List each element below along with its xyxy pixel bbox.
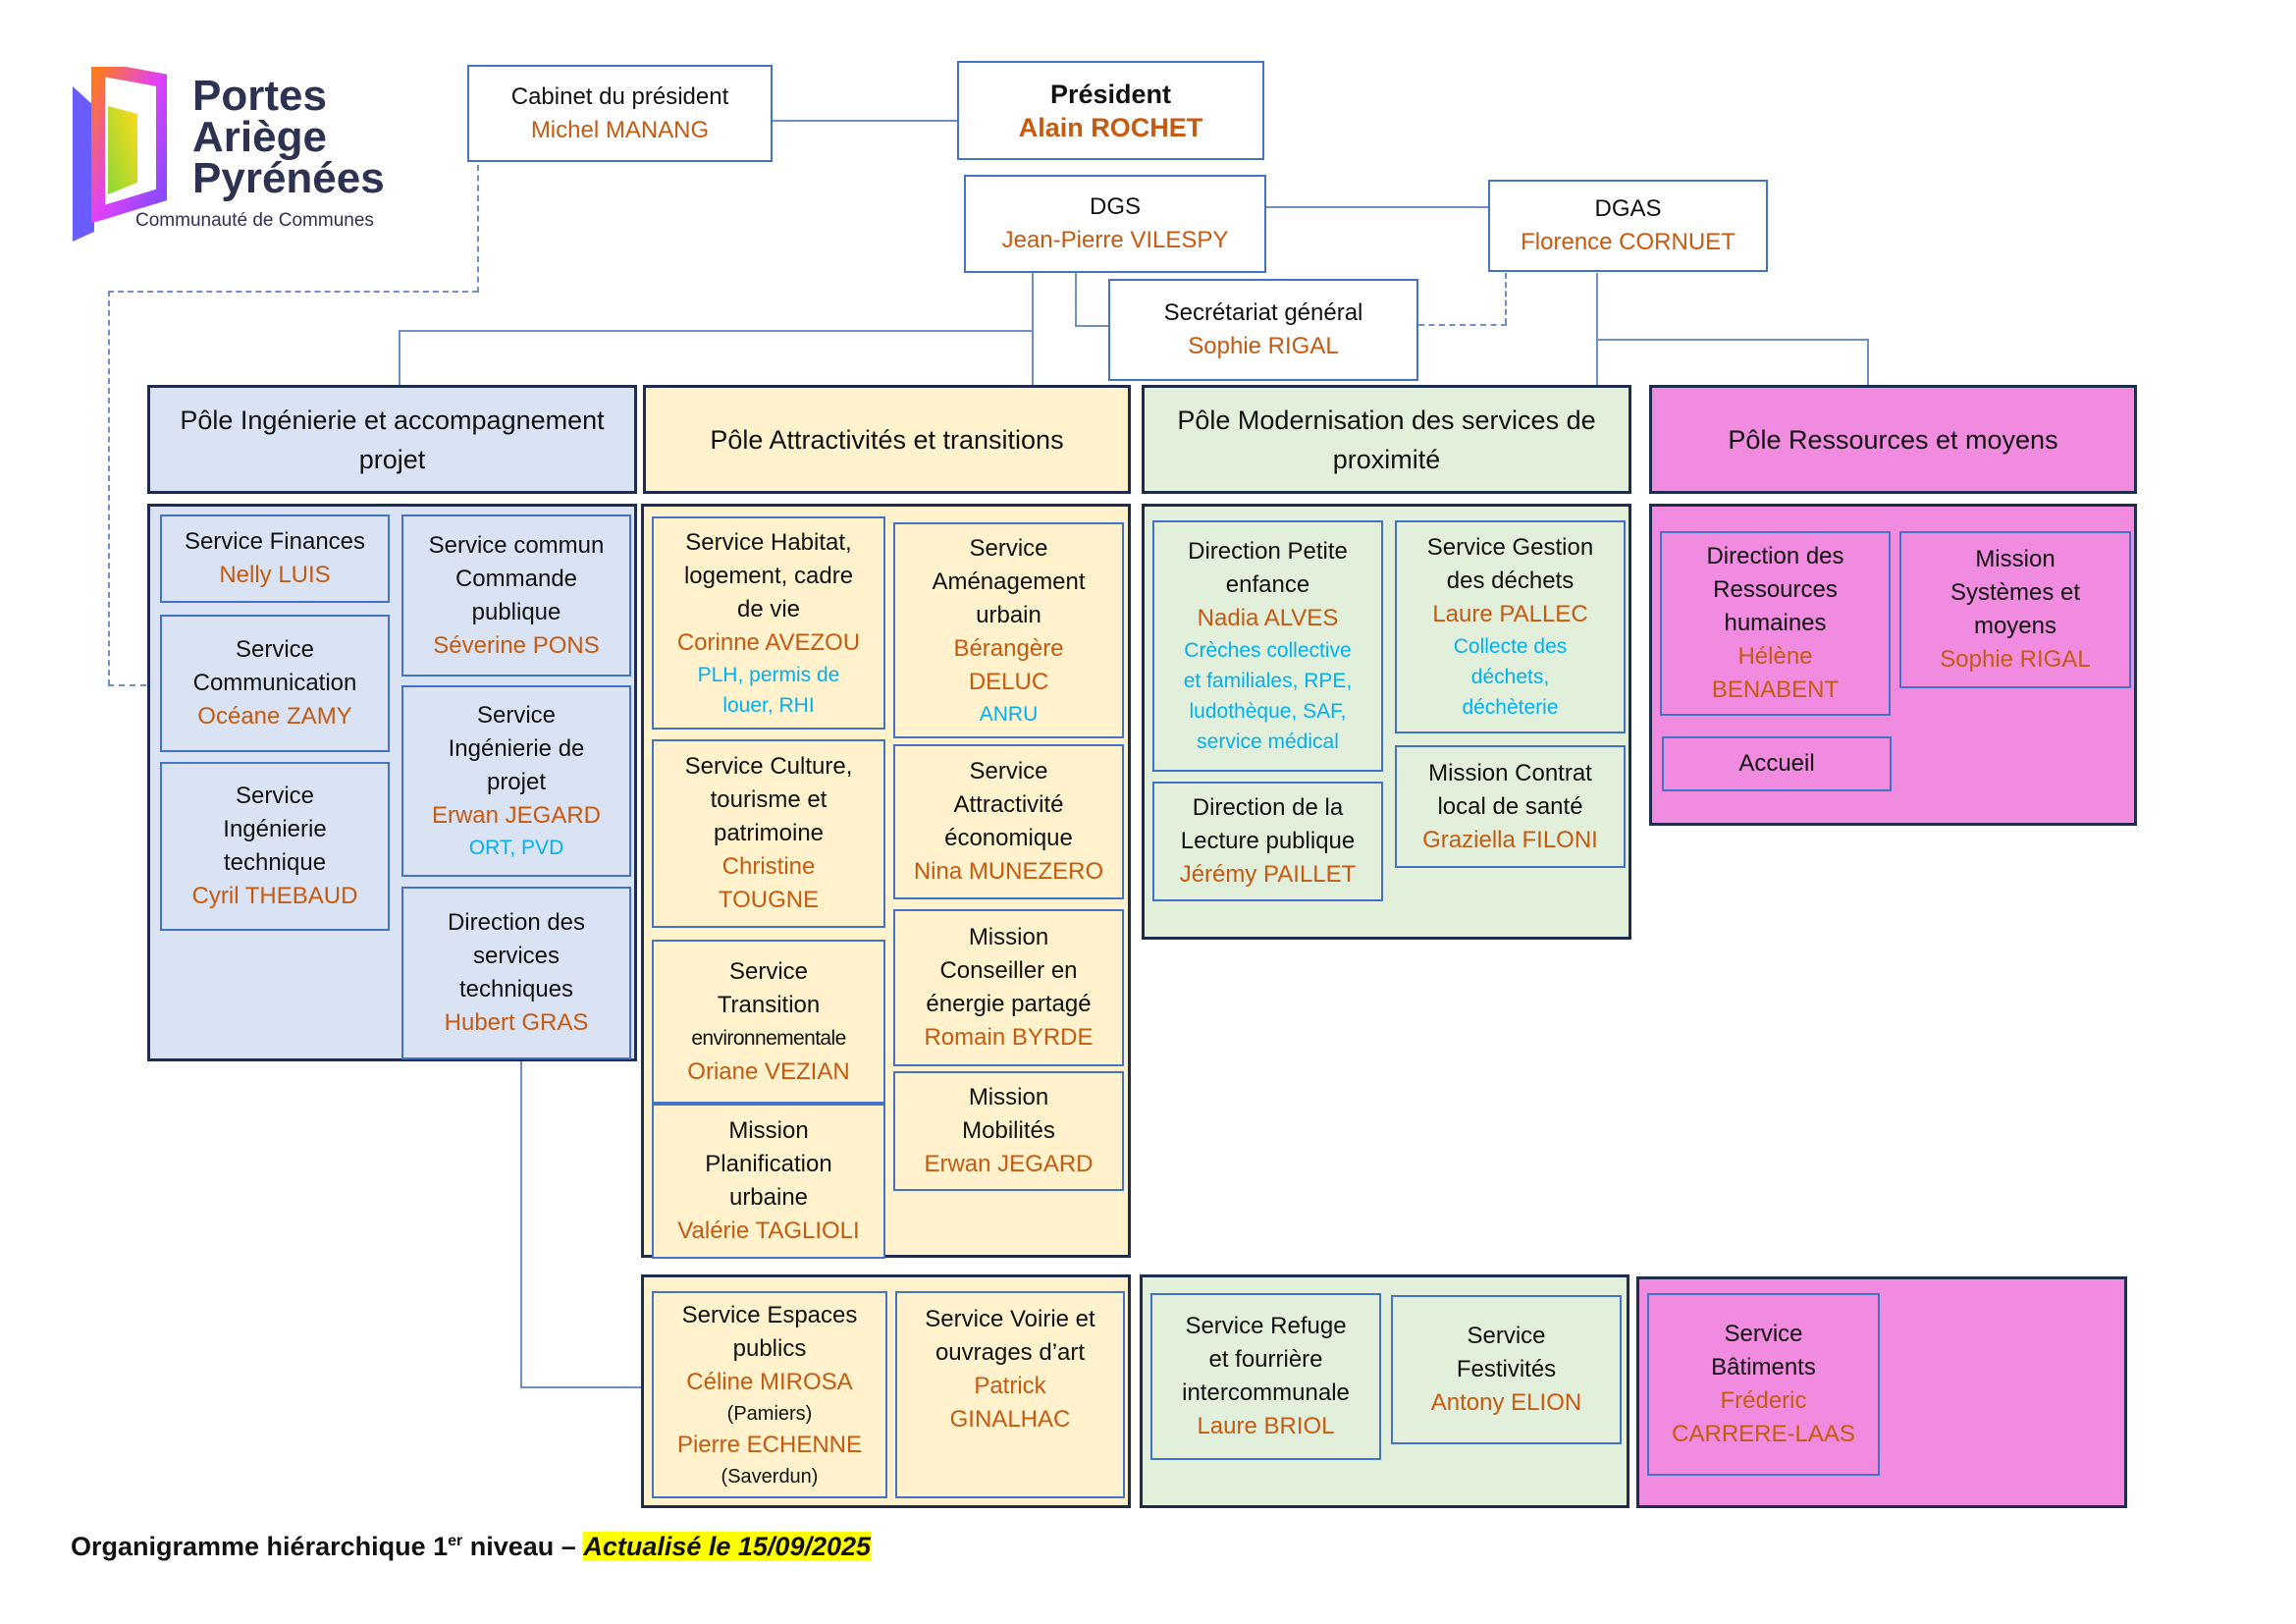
mission-mobilites: Mission Mobilités Erwan JEGARD xyxy=(893,1071,1124,1191)
pole-ressources-lower: Service Bâtiments Fréderic CARRERE-LAAS xyxy=(1636,1276,2127,1508)
connector-pole-bar-left xyxy=(399,330,1033,332)
service-attractivite-economique: Service Attractivité économique Nina MUN… xyxy=(893,744,1124,899)
logo-line-2: Ariège xyxy=(192,113,327,161)
pole-modernisation-body: Direction Petite enfance Nadia ALVES Crè… xyxy=(1142,504,1631,940)
logo-mark-icon xyxy=(73,67,167,242)
dashed-dgas-v xyxy=(1505,273,1507,324)
service-transition: Service Transition environnementale Oria… xyxy=(652,940,885,1104)
dashed-left-v xyxy=(108,291,110,685)
service-habitat: Service Habitat, logement, cadre de vie … xyxy=(652,516,885,730)
mission-conseiller-energie: Mission Conseiller en énergie partagé Ro… xyxy=(893,909,1124,1066)
connector-dgs-dgas xyxy=(1264,206,1490,208)
pole-modernisation-lower: Service Refuge et fourrière intercommuna… xyxy=(1140,1274,1629,1508)
pole-attractivites-header: Pôle Attractivités et transitions xyxy=(643,385,1131,494)
service-gestion-dechets: Service Gestion des déchets Laure PALLEC… xyxy=(1395,520,1626,733)
service-ingenierie-technique: Service Ingénierie technique Cyril THEBA… xyxy=(160,762,390,931)
cabinet-title: Cabinet du président xyxy=(510,82,729,110)
connector-pole4-down xyxy=(1867,339,1869,386)
logo-subtitle: Communauté de Communes xyxy=(135,210,374,231)
service-culture: Service Culture, tourisme et patrimoine … xyxy=(652,739,885,928)
service-ingenierie-projet: Service Ingénierie de projet Erwan JEGAR… xyxy=(401,685,631,877)
pole-ingenierie-title: Pôle Ingénierie et accompagnement projet xyxy=(180,405,605,474)
pole-attractivites-body: Service Habitat, logement, cadre de vie … xyxy=(641,504,1131,1259)
cabinet-box: Cabinet du président Michel MANANG xyxy=(467,65,773,162)
pole-ressources-title: Pôle Ressources et moyens xyxy=(1728,424,2058,455)
connector-dgs-down xyxy=(1032,273,1034,389)
pole-attractivites-lower: Service Espaces publics Céline MIROSA (P… xyxy=(641,1274,1131,1508)
connector-pole-bar-right xyxy=(1596,339,1869,341)
pole-modernisation-title: Pôle Modernisation des services de proxi… xyxy=(1177,405,1596,474)
direction-services-techniques: Direction des services techniques Hubert… xyxy=(401,887,631,1059)
service-accueil: Accueil xyxy=(1662,736,1892,791)
dgs-box: DGS Jean-Pierre VILESPY xyxy=(964,175,1266,273)
pole-ingenierie-header: Pôle Ingénierie et accompagnement projet xyxy=(147,385,637,494)
dgas-title: DGAS xyxy=(1594,195,1662,222)
direction-petite-enfance: Direction Petite enfance Nadia ALVES Crè… xyxy=(1152,520,1383,772)
service-festivites: Service Festivités Antony ELION xyxy=(1391,1295,1622,1444)
service-batiments: Service Bâtiments Fréderic CARRERE-LAAS xyxy=(1647,1293,1880,1476)
secretariat-title: Secrétariat général xyxy=(1163,299,1363,326)
direction-ressources-humaines: Direction des Ressources humaines Hélène… xyxy=(1660,531,1891,716)
direction-lecture-publique: Direction de la Lecture publique Jérémy … xyxy=(1152,782,1383,901)
pole-ingenierie-body: Service Finances Nelly LUIS Service comm… xyxy=(147,504,637,1061)
connector-lower-h xyxy=(520,1386,644,1388)
dgas-name: Florence CORNUET xyxy=(1521,229,1735,255)
pole-ressources-header: Pôle Ressources et moyens xyxy=(1649,385,2137,494)
president-box: Président Alain ROCHET xyxy=(957,61,1264,160)
service-finances: Service Finances Nelly LUIS xyxy=(160,514,390,603)
mission-systemes-moyens: Mission Systèmes et moyens Sophie RIGAL xyxy=(1899,531,2131,688)
service-refuge-fourriere: Service Refuge et fourrière intercommuna… xyxy=(1150,1293,1381,1460)
footer-caption: Organigramme hiérarchique 1er niveau – A… xyxy=(71,1532,872,1562)
service-amenagement-urbain: Service Aménagement urbain Bérangère DEL… xyxy=(893,522,1124,738)
pole-attractivites-title: Pôle Attractivités et transitions xyxy=(710,424,1064,455)
service-espaces-publics: Service Espaces publics Céline MIROSA (P… xyxy=(652,1291,887,1498)
dgs-title: DGS xyxy=(1089,193,1141,220)
connector-dgs-secretariat-h xyxy=(1075,325,1110,327)
dashed-dgas-h xyxy=(1418,324,1507,326)
cabinet-name: Michel MANANG xyxy=(530,116,710,143)
dashed-left-h xyxy=(108,684,157,686)
footer-text-1: Organigramme hiérarchique 1 xyxy=(71,1532,449,1561)
connector-dgas-down xyxy=(1596,273,1598,389)
pole-modernisation-header: Pôle Modernisation des services de proxi… xyxy=(1142,385,1631,494)
secretariat-name: Sophie RIGAL xyxy=(1188,333,1339,359)
dgs-name: Jean-Pierre VILESPY xyxy=(1001,227,1229,253)
mission-contrat-sante: Mission Contrat local de santé Graziella… xyxy=(1395,745,1626,868)
pole-ressources-body: Direction des Ressources humaines Hélène… xyxy=(1649,504,2137,826)
president-name: Alain ROCHET xyxy=(1018,112,1203,142)
connector-lower-v xyxy=(520,1053,522,1388)
logo-line-3: Pyrénées xyxy=(192,154,385,202)
dashed-cabinet-v xyxy=(477,165,479,293)
logo: Portes Ariège Pyrénées Communauté de Com… xyxy=(69,67,402,253)
connector-dgs-secretariat-v xyxy=(1075,273,1077,326)
dgas-box: DGAS Florence CORNUET xyxy=(1488,180,1768,272)
logo-line-1: Portes xyxy=(192,72,327,120)
mission-planification: Mission Planification urbaine Valérie TA… xyxy=(652,1104,885,1259)
service-commande-publique: Service commun Commande publique Séverin… xyxy=(401,514,631,677)
president-title: Président xyxy=(1049,79,1172,109)
service-voirie: Service Voirie et ouvrages d’art Patrick… xyxy=(895,1291,1125,1498)
service-communication: Service Communication Océane ZAMY xyxy=(160,615,390,752)
footer-update-date: Actualisé le 15/09/2025 xyxy=(583,1532,872,1561)
connector-pole1-down xyxy=(399,330,400,385)
footer-sup: er xyxy=(448,1533,463,1549)
connector-cabinet-president xyxy=(771,120,959,122)
dashed-cabinet-h xyxy=(108,291,478,293)
footer-text-2: niveau – xyxy=(462,1532,584,1561)
secretariat-box: Secrétariat général Sophie RIGAL xyxy=(1108,279,1418,381)
